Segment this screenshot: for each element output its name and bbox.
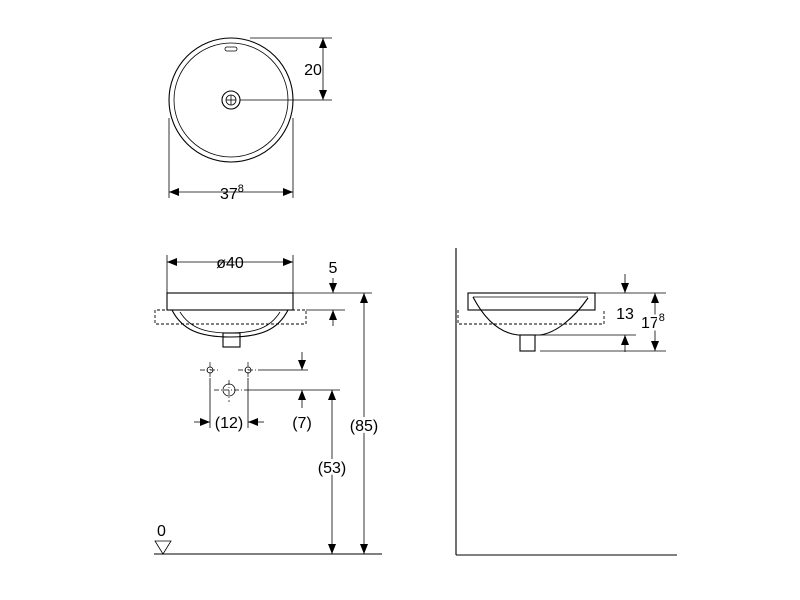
datum-marker-icon (154, 540, 172, 555)
valve-icon-right (238, 362, 258, 378)
bowl-depth-dim-label: 13 (616, 306, 634, 323)
drain-height-dim-label: (53) (318, 460, 346, 477)
side-countertop-outline (457, 310, 605, 325)
total-depth-dim-label: 178 (641, 312, 665, 332)
side-basin-bowl (472, 296, 589, 336)
width-dimension: 378 (168, 118, 294, 203)
side-drain-outlet (519, 334, 536, 352)
basin-rim (166, 292, 294, 311)
side-view: 13 178 (455, 248, 677, 556)
side-basin-rim (467, 292, 596, 311)
floor-label: 0 (157, 523, 166, 540)
total-height-dimension: (85) (345, 292, 381, 554)
drain-height-dimension: (53) (315, 390, 349, 554)
diameter-dimension: ø40 (166, 255, 294, 293)
supply-height-dimension: (7) (244, 352, 340, 432)
diameter-dim-label: ø40 (216, 255, 244, 272)
supply-height-dim-label: (7) (292, 415, 312, 432)
top-view: 20 378 (168, 37, 332, 203)
drain-outlet (222, 332, 241, 348)
drain-center-icon (214, 380, 244, 402)
offset-dimension: (12) (194, 378, 264, 432)
countertop-outline (154, 309, 307, 325)
depth-dimension: 20 (240, 37, 332, 101)
total-depth-dimension: 178 (540, 293, 667, 352)
valve-icon-left (200, 362, 220, 378)
offset-dim-label: (12) (215, 415, 243, 432)
overflow-slot (224, 46, 238, 52)
drain-icon (221, 90, 241, 110)
rim-dimension: 5 (293, 260, 345, 326)
depth-dim-label: 20 (304, 62, 322, 79)
bowl-depth-dimension: 13 (540, 274, 666, 352)
rim-dim-label: 5 (329, 260, 338, 277)
basin-bowl (171, 309, 289, 338)
total-height-dim-label: (85) (350, 418, 378, 435)
front-view: ø40 5 (154, 255, 382, 555)
width-dim-label: 378 (220, 183, 244, 203)
